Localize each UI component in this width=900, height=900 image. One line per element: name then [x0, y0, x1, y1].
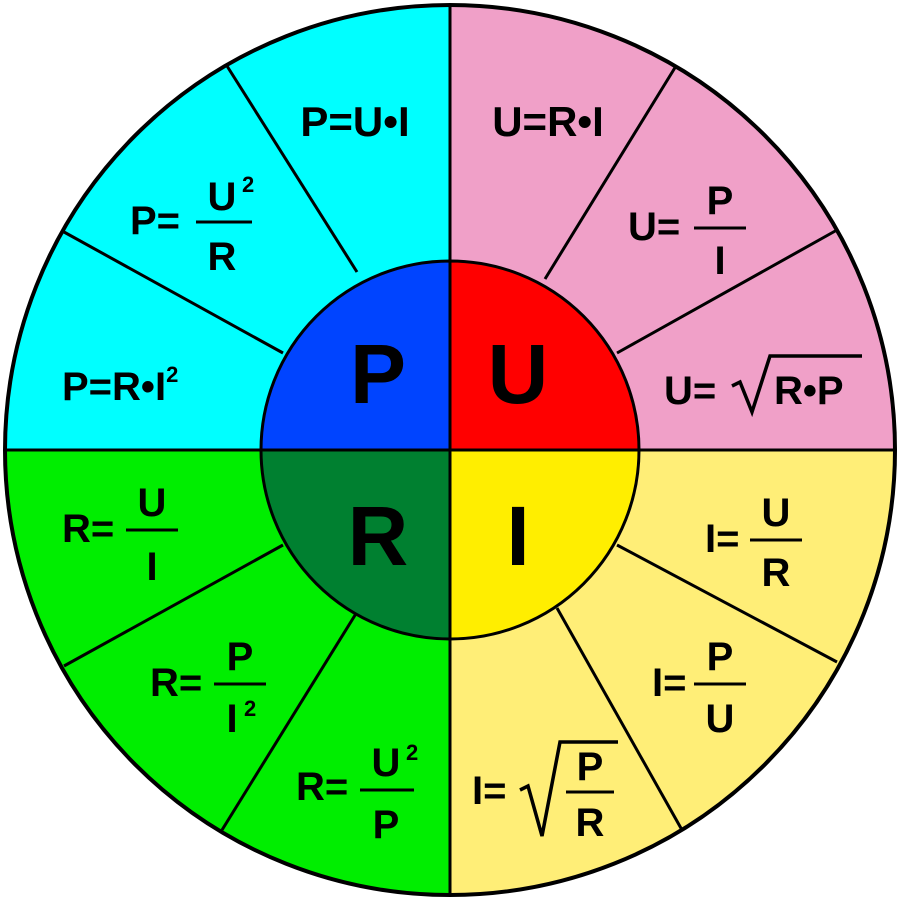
- svg-text:P=U•I: P=U•I: [300, 98, 409, 145]
- fraction-numerator: P: [227, 635, 254, 679]
- divider-line: [555, 607, 684, 831]
- superscript: 2: [242, 172, 254, 197]
- fraction-numerator: P: [707, 179, 734, 223]
- formula-lhs: P=: [130, 199, 180, 243]
- outer-ring: [3, 3, 897, 897]
- sqrt-sign-icon: [519, 740, 618, 837]
- sector-dividers: [63, 65, 838, 831]
- superscript: 2: [166, 362, 178, 387]
- fraction-numerator: U: [138, 481, 167, 525]
- fraction-denominator: P: [373, 803, 400, 847]
- formula-p-equals-r-times-i-squared: P=R•I2: [62, 362, 178, 409]
- radicand: R•P: [774, 369, 844, 413]
- divider-line: [543, 65, 678, 280]
- formula-expr: U•I: [353, 98, 410, 145]
- fraction-denominator: I: [714, 239, 725, 283]
- quadrant-current-inner: [448, 448, 641, 641]
- formula-lhs: I=: [472, 769, 506, 813]
- formula-lhs: U=: [664, 369, 716, 413]
- fraction-denominator: R: [576, 801, 605, 845]
- formula-expr: R•I: [112, 365, 166, 409]
- divider-line: [63, 230, 284, 355]
- center-letter-p: P: [350, 327, 406, 421]
- formula-i-equals-sqrt-p-over-r: I= P R: [472, 740, 618, 845]
- svg-text:U=R•I: U=R•I: [492, 98, 604, 145]
- formula-lhs: P=: [300, 98, 353, 145]
- fraction-numerator: P: [707, 635, 734, 679]
- sqrt-sign-icon: [731, 354, 862, 418]
- fraction-denominator: U: [706, 697, 735, 741]
- formula-r-equals-u-over-i: R= U I: [62, 481, 178, 589]
- formula-lhs: R=: [150, 661, 202, 705]
- formula-lhs: U=: [492, 98, 547, 145]
- superscript: 2: [244, 696, 256, 721]
- quadrant-voltage-inner: [448, 259, 641, 452]
- superscript: 2: [406, 740, 418, 765]
- divider-line: [616, 543, 838, 664]
- formula-lhs: I=: [652, 661, 686, 705]
- formula-lhs: U=: [628, 205, 680, 249]
- formula-r-equals-u-squared-over-p: R= U 2 P: [296, 740, 418, 847]
- center-letter-r: R: [348, 489, 409, 583]
- formula-u-equals-r-times-i: U=R•I: [492, 98, 604, 145]
- svg-text:P=R•I2: P=R•I2: [62, 362, 178, 409]
- fraction-numerator: U: [208, 175, 237, 219]
- quadrant-power-inner: [259, 259, 452, 452]
- fraction-denominator: R: [208, 235, 237, 279]
- formula-expr: R•I: [547, 98, 604, 145]
- formula-i-equals-p-over-u: I= P U: [652, 635, 746, 741]
- fraction-denominator: R: [762, 551, 791, 595]
- divider-line: [225, 65, 359, 273]
- formula-u-equals-sqrt-r-times-p: U= R•P: [664, 354, 862, 418]
- fraction-numerator: U: [372, 741, 401, 785]
- fraction-numerator: P: [577, 745, 604, 789]
- fraction-denominator: I: [146, 545, 157, 589]
- fraction-denominator: I: [226, 697, 237, 741]
- divider-line: [63, 543, 284, 668]
- fraction-numerator: U: [762, 491, 791, 535]
- formula-p-equals-u-times-i: P=U•I: [300, 98, 409, 145]
- formula-i-equals-u-over-r: I= U R: [705, 491, 802, 595]
- center-letter-u: U: [488, 327, 549, 421]
- quadrant-resistance-inner: [259, 448, 452, 641]
- center-letter-i: I: [506, 489, 529, 583]
- formula-r-equals-p-over-i-squared: R= P I 2: [150, 635, 266, 741]
- formula-u-equals-p-over-i: U= P I: [628, 179, 746, 283]
- formula-p-equals-u-squared-over-r: P= U 2 R: [130, 172, 254, 279]
- divider-line: [616, 228, 838, 355]
- formula-lhs: I=: [705, 517, 739, 561]
- formula-lhs: R=: [62, 507, 114, 551]
- divider-line: [220, 611, 359, 831]
- formula-lhs: R=: [296, 765, 348, 809]
- formula-lhs: P=: [62, 365, 112, 409]
